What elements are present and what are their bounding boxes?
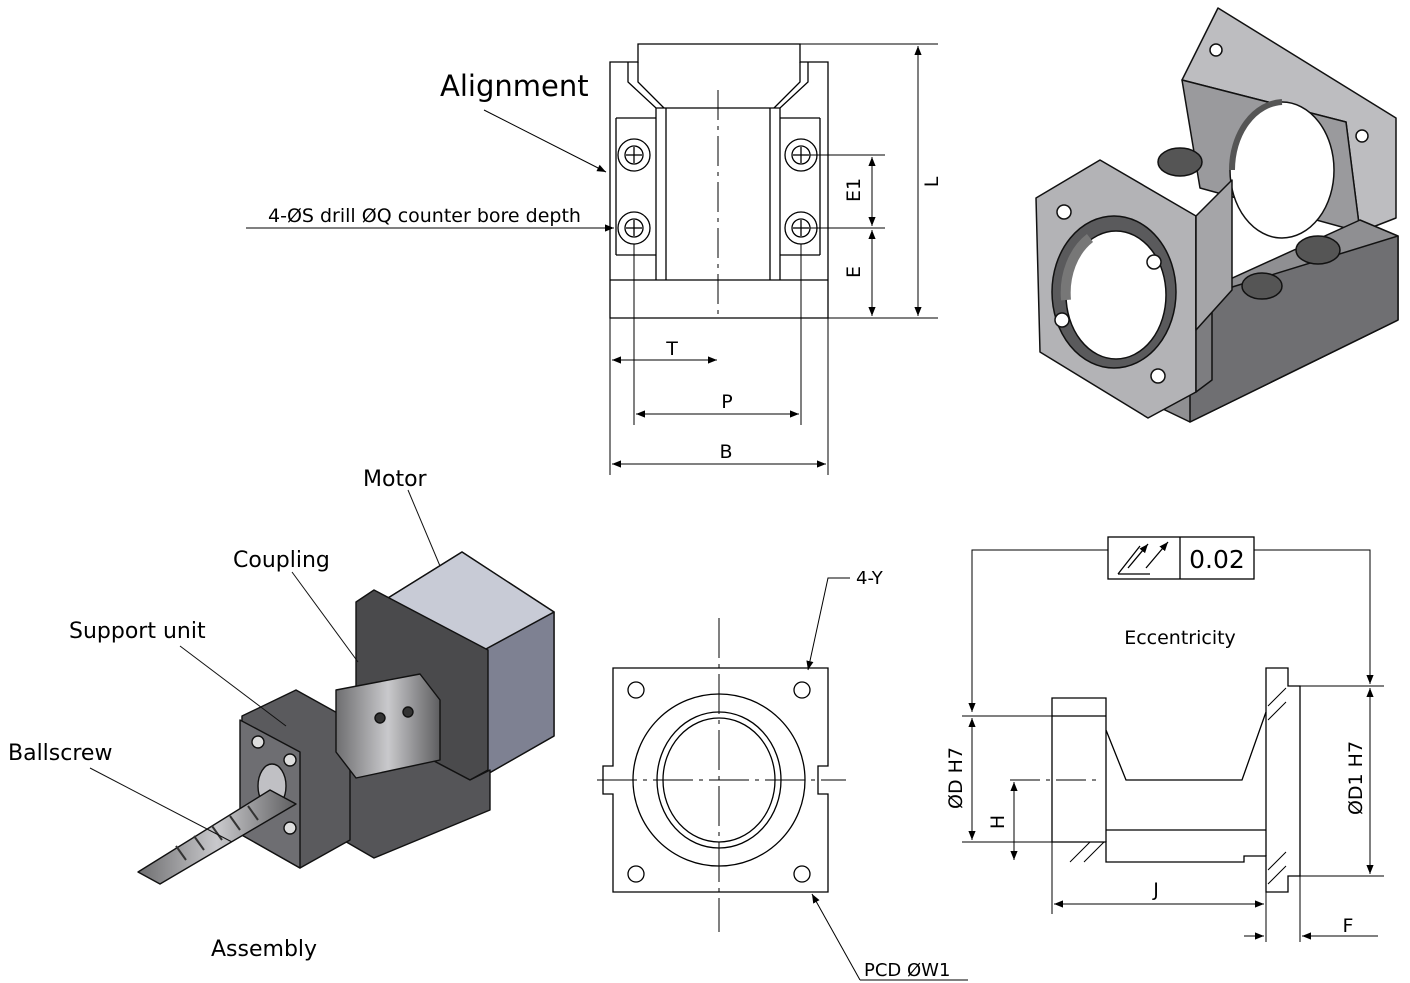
- motor-label: Motor: [363, 467, 428, 492]
- assembly-image: [89, 489, 555, 885]
- support-unit-label: Support unit: [69, 619, 206, 644]
- tolerance-frame: [1107, 536, 1255, 580]
- flange-view: [597, 577, 968, 981]
- dim-E-label: E: [843, 266, 865, 278]
- dim-E1-label: E1: [843, 178, 865, 202]
- dim-P-label: P: [721, 391, 732, 413]
- pcd-label: PCD ØW1: [864, 960, 950, 981]
- alignment-callout: Alignment: [440, 69, 589, 103]
- dim-F-label: F: [1343, 915, 1354, 937]
- eccentricity-label: Eccentricity: [1124, 627, 1236, 649]
- holes-4Y-label: 4-Y: [856, 568, 884, 589]
- dim-B-label: B: [719, 441, 732, 463]
- bracket-isometric-image: [1035, 7, 1399, 423]
- assembly-caption: Assembly: [211, 937, 317, 962]
- circular-runout-icon: [1117, 541, 1169, 575]
- dim-L-label: L: [921, 176, 943, 187]
- dim-D1-label: ØD1 H7: [1345, 741, 1367, 815]
- dim-T-label: T: [665, 338, 678, 360]
- dim-J-label: J: [1152, 879, 1159, 901]
- ballscrew-label: Ballscrew: [8, 741, 112, 766]
- holes-callout: 4-ØS drill ØQ counter bore depth: [268, 205, 581, 227]
- tolerance-value: 0.02: [1189, 545, 1245, 574]
- side-view: [962, 536, 1384, 942]
- coupling-label: Coupling: [233, 548, 330, 573]
- dim-H-label: H: [987, 815, 1009, 829]
- dim-D-label: ØD H7: [945, 747, 967, 809]
- front-view: [246, 43, 938, 475]
